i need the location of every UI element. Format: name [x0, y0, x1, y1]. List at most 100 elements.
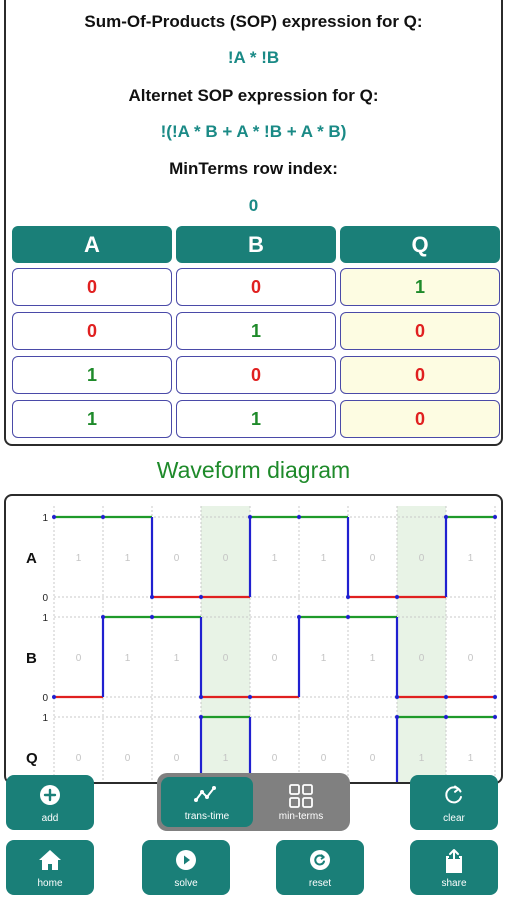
solve-label: solve: [174, 878, 198, 889]
segment-value-label: 0: [272, 653, 278, 664]
segment-value-label: 1: [468, 553, 474, 564]
waveform-point: [395, 595, 399, 599]
highlight-column: [201, 506, 250, 782]
segment-value-label: 1: [419, 753, 425, 764]
grid-icon: [255, 783, 347, 809]
expression-panel: Sum-Of-Products (SOP) expression for Q: …: [4, 0, 503, 446]
waveform-point: [297, 615, 301, 619]
level-high-label: 1: [42, 713, 48, 724]
home-icon: [6, 848, 94, 872]
segment-value-label: 1: [272, 553, 278, 564]
clear-button[interactable]: clear: [410, 775, 498, 830]
refresh-icon: [410, 783, 498, 807]
alt-sop-label: Alternet SOP expression for Q:: [128, 86, 379, 105]
waveform-point: [199, 695, 203, 699]
line-chart-icon: [161, 783, 253, 805]
minterms-value: 0: [248, 196, 259, 215]
waveform-point: [52, 695, 56, 699]
solve-button[interactable]: solve: [142, 840, 230, 895]
table-cell-q[interactable]: 0: [340, 356, 500, 394]
table-cell[interactable]: 1: [12, 400, 172, 438]
segment-value-label: 0: [321, 753, 327, 764]
highlight-column: [397, 506, 446, 782]
add-button[interactable]: add: [6, 775, 94, 830]
segment-value-label: 1: [370, 653, 376, 664]
segment-value-label: 0: [223, 553, 229, 564]
waveform-point: [199, 715, 203, 719]
reset-button[interactable]: reset: [276, 840, 364, 895]
play-circle-icon: [142, 848, 230, 872]
segment-value-label: 1: [125, 653, 131, 664]
waveform-point: [444, 515, 448, 519]
segment-value-label: 0: [419, 653, 425, 664]
waveform-point: [493, 515, 497, 519]
waveform-point: [346, 615, 350, 619]
level-high-label: 1: [42, 513, 48, 524]
min-terms-label: min-terms: [278, 811, 324, 822]
trans-time-label: trans-time: [184, 811, 230, 822]
clear-label: clear: [443, 813, 465, 824]
table-cell-q[interactable]: 1: [340, 268, 500, 306]
waveform-point: [493, 715, 497, 719]
share-icon: [410, 848, 498, 873]
waveform-point: [493, 695, 497, 699]
segment-value-label: 0: [223, 653, 229, 664]
segment-value-label: 1: [321, 653, 327, 664]
segment-value-label: 0: [272, 753, 278, 764]
waveform-point: [248, 695, 252, 699]
waveform-chart: 10A11001100110B01100110010Q000100011: [26, 506, 497, 782]
waveform-point: [248, 515, 252, 519]
table-cell[interactable]: 0: [12, 268, 172, 306]
segment-value-label: 0: [76, 753, 82, 764]
header-b: B: [176, 226, 336, 263]
segment-value-label: 0: [468, 653, 474, 664]
segment-value-label: 1: [125, 553, 131, 564]
level-low-label: 0: [42, 693, 48, 704]
reset-label: reset: [308, 878, 332, 889]
segment-value-label: 0: [370, 753, 376, 764]
segment-value-label: 1: [468, 753, 474, 764]
table-cell[interactable]: 0: [176, 356, 336, 394]
header-a: A: [12, 226, 172, 263]
segment-value-label: 0: [125, 753, 131, 764]
table-cell-q[interactable]: 0: [340, 312, 500, 350]
view-mode-toggle[interactable]: trans-time min-terms: [157, 773, 350, 831]
table-cell[interactable]: 0: [12, 312, 172, 350]
waveform-point: [395, 695, 399, 699]
segment-value-label: 1: [174, 653, 180, 664]
table-cell[interactable]: 1: [176, 400, 336, 438]
home-label: home: [37, 878, 63, 889]
level-low-label: 0: [42, 593, 48, 604]
reset-circle-icon: [276, 848, 364, 872]
signal-name: A: [26, 550, 37, 567]
level-high-label: 1: [42, 613, 48, 624]
table-cell[interactable]: 1: [12, 356, 172, 394]
waveform-point: [444, 695, 448, 699]
table-cell[interactable]: 0: [176, 268, 336, 306]
segment-value-label: 0: [370, 553, 376, 564]
min-terms-tab[interactable]: min-terms: [255, 777, 347, 827]
signal-name: B: [26, 650, 37, 667]
segment-value-label: 1: [321, 553, 327, 564]
share-label: share: [441, 878, 467, 889]
waveform-point: [346, 595, 350, 599]
alt-sop-value: !(!A * B + A * !B + A * B): [160, 122, 347, 141]
sop-value: !A * !B: [227, 48, 280, 67]
waveform-point: [150, 615, 154, 619]
sop-label: Sum-Of-Products (SOP) expression for Q:: [84, 12, 423, 31]
waveform-panel: 10A11001100110B01100110010Q000100011: [4, 494, 503, 784]
table-cell-q[interactable]: 0: [340, 400, 500, 438]
segment-value-label: 1: [76, 553, 82, 564]
segment-value-label: 0: [174, 553, 180, 564]
segment-value-label: 0: [76, 653, 82, 664]
header-q: Q: [340, 226, 500, 263]
minterms-label: MinTerms row index:: [169, 159, 338, 178]
home-button[interactable]: home: [6, 840, 94, 895]
waveform-point: [101, 515, 105, 519]
waveform-point: [444, 715, 448, 719]
share-button[interactable]: share: [410, 840, 498, 895]
add-label: add: [41, 813, 59, 824]
table-cell[interactable]: 1: [176, 312, 336, 350]
trans-time-tab[interactable]: trans-time: [161, 777, 253, 827]
waveform-point: [150, 595, 154, 599]
